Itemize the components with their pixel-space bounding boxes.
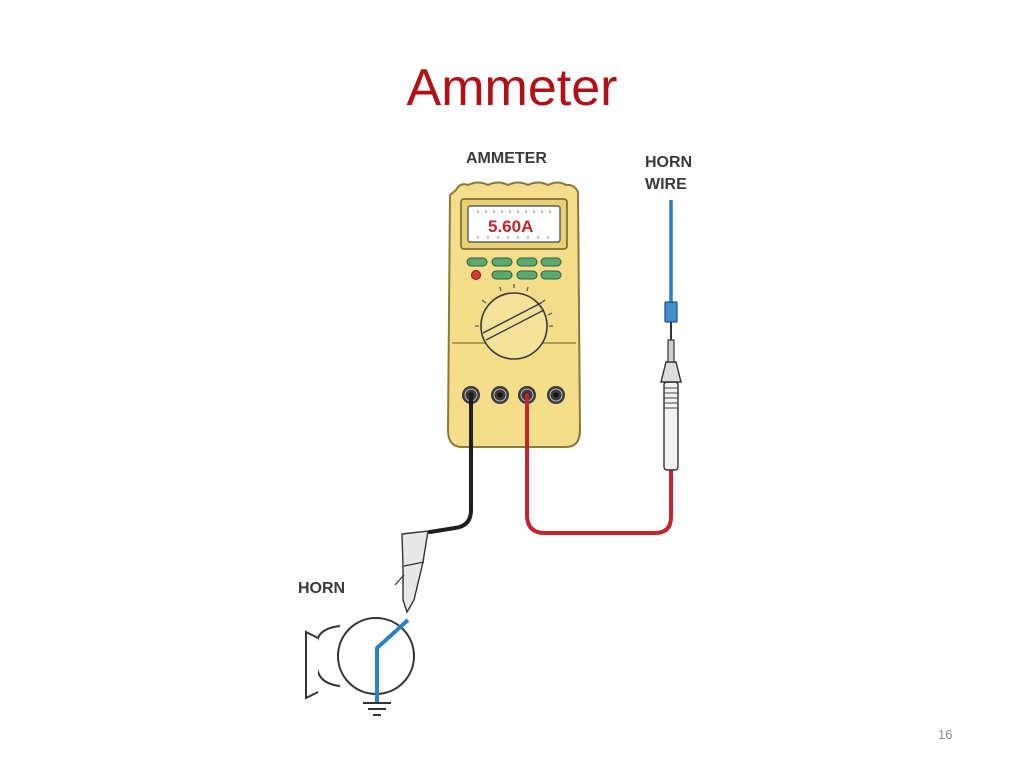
ammeter-label: AMMETER — [466, 150, 547, 167]
horn-label: HORN — [298, 580, 345, 597]
multimeter: 5.60A — [446, 181, 582, 448]
probe-neck — [667, 339, 675, 363]
positive-test-lead — [525, 393, 673, 535]
display-scale-marks — [477, 210, 551, 239]
meter-display — [467, 205, 561, 243]
probe-guard — [660, 361, 682, 383]
meter-buttons — [466, 257, 562, 280]
meter-reading: 5.60A — [488, 217, 533, 236]
dial-position-marks — [475, 284, 553, 327]
probe-grip — [664, 387, 678, 409]
slide-page-number: 16 — [938, 727, 953, 742]
alligator-clip-jaw — [401, 530, 429, 614]
rotary-dial-pointer — [485, 309, 545, 341]
rotary-dial-pointer — [482, 302, 542, 334]
horn — [305, 617, 415, 716]
meter-button — [466, 257, 488, 267]
jack-volts — [547, 386, 565, 404]
jack-ma — [491, 386, 509, 404]
meter-button — [516, 257, 538, 267]
horn-wire-connector — [664, 301, 678, 323]
horn-wire-label-line2: WIRE — [645, 176, 687, 193]
horn-bell-rim — [305, 630, 319, 700]
meter-button — [540, 257, 562, 267]
horn-internal-circuit — [375, 618, 410, 702]
test-probe — [660, 322, 682, 471]
meter-button — [491, 270, 513, 280]
horn-wire — [664, 200, 678, 323]
horn-wire-label-line1: HORN — [645, 154, 692, 171]
alligator-clip-lever — [394, 574, 405, 586]
alligator-clip — [394, 530, 429, 614]
meter-button — [540, 270, 562, 280]
meter-button — [491, 257, 513, 267]
ground-icon — [363, 702, 391, 716]
negative-test-lead — [428, 393, 473, 534]
horn-bell — [314, 625, 341, 687]
probe-handle — [663, 381, 679, 471]
meter-button — [516, 270, 538, 280]
alligator-clip-hinge — [403, 561, 425, 567]
rotary-dial — [480, 292, 548, 360]
slide-title: Ammeter — [406, 59, 618, 117]
meter-power-button — [471, 270, 481, 280]
